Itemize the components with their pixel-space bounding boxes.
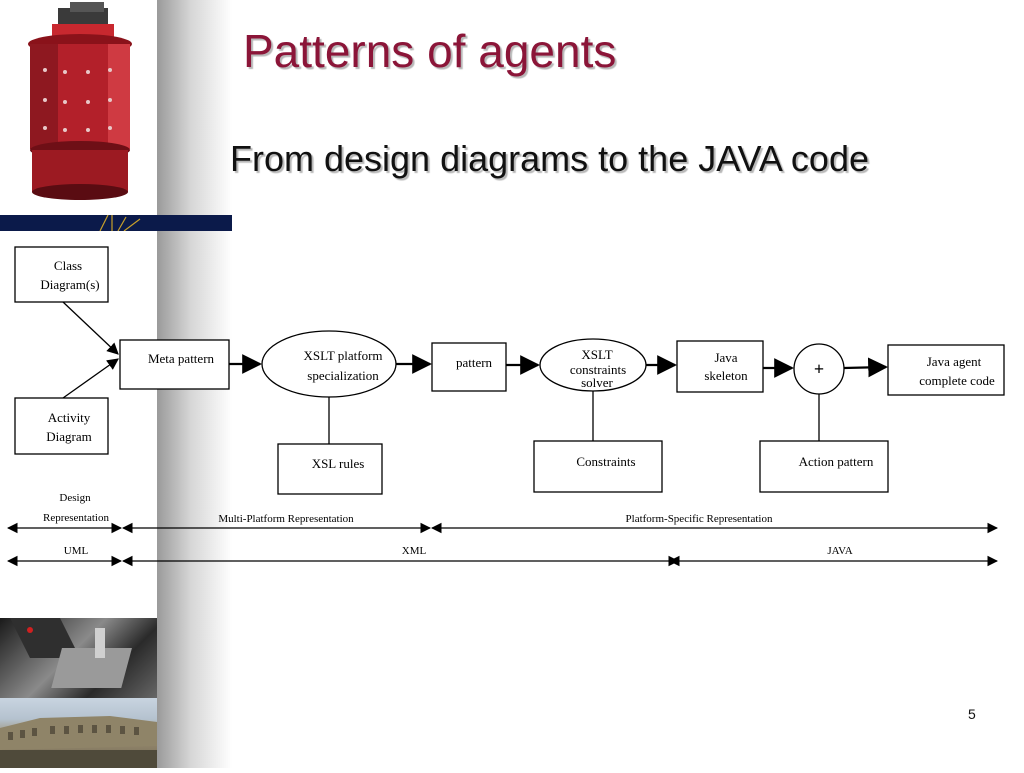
meta-pattern-label: Meta pattern — [148, 351, 215, 366]
design-label-2: Representation — [43, 512, 109, 524]
robot-arm-photo — [0, 618, 157, 698]
xslt-solver-label-2: constraints — [570, 362, 626, 377]
activity-diagram-label-2: Diagram — [46, 429, 91, 444]
building-photo — [0, 698, 157, 768]
class-diagram-box — [14, 246, 109, 303]
xslt-platform-label-2: specialization — [307, 368, 379, 383]
pattern-label: pattern — [456, 355, 493, 370]
java-skeleton-label-1: Java — [714, 350, 737, 365]
meta-pattern-box — [119, 339, 230, 390]
action-pattern-box — [759, 440, 889, 493]
java-agent-label-1: Java agent — [927, 354, 982, 369]
class-to-meta-arrow — [62, 301, 119, 355]
xslt-platform-ellipse — [261, 330, 397, 398]
activity-diagram-box — [14, 397, 109, 455]
constraints-box — [533, 440, 663, 493]
java-skeleton-label-2: skeleton — [704, 368, 748, 383]
xslt-platform-label-1: XSLT platform — [303, 348, 382, 363]
page-number: 5 — [968, 706, 976, 722]
robot-photo — [0, 0, 157, 215]
plus-to-agent-arrow — [843, 357, 888, 378]
design-label-1: Design — [59, 492, 91, 504]
xml-label: XML — [402, 545, 427, 557]
xsl-rules-label: XSL rules — [312, 456, 365, 471]
constraints-label: Constraints — [576, 454, 635, 469]
activity-to-meta-arrow — [62, 358, 119, 399]
xsl-rules-box — [277, 443, 383, 495]
java-agent-label-2: complete code — [919, 373, 995, 388]
multi-platform-label: Multi-Platform Representation — [218, 513, 354, 525]
platform-specific-label: Platform-Specific Representation — [626, 513, 773, 525]
slide-subtitle: From design diagrams to the JAVA code — [230, 138, 869, 179]
sidebar-dark-band — [0, 214, 232, 232]
xslt-solver-label-3: solver — [581, 375, 613, 390]
plus-label: + — [814, 359, 824, 379]
xslt-solver-label-1: XSLT — [581, 347, 612, 362]
class-diagram-label-1: Class — [54, 258, 82, 273]
pattern-box — [431, 342, 507, 392]
pipeline-diagram: Class Diagram(s) Activity Diagram Meta p… — [6, 246, 1005, 567]
action-pattern-label: Action pattern — [799, 454, 874, 469]
activity-diagram-label-1: Activity — [48, 410, 91, 425]
java-agent-box — [887, 344, 1005, 396]
java-label: JAVA — [827, 545, 852, 557]
java-skeleton-box — [676, 340, 764, 393]
class-diagram-label-2: Diagram(s) — [40, 277, 99, 292]
uml-label: UML — [64, 545, 89, 557]
slide-title: Patterns of agents — [243, 25, 617, 77]
